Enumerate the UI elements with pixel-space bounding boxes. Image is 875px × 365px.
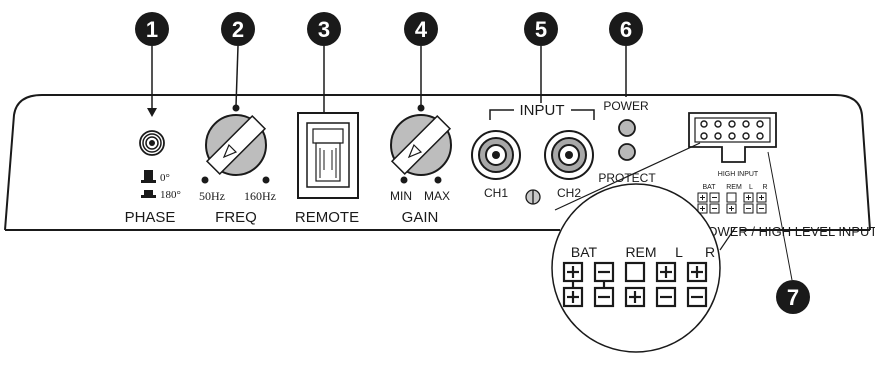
ground-screw-icon: [525, 189, 541, 205]
r-small-label: R: [762, 184, 767, 191]
rca-ch2-jack[interactable]: [544, 130, 594, 180]
ch1-label: CH1: [484, 186, 508, 200]
gain-knob[interactable]: [390, 114, 452, 176]
phase-label: PHASE: [125, 209, 176, 226]
phase-switch[interactable]: [139, 130, 165, 156]
ch2-label: CH2: [557, 186, 581, 200]
phase-0-label: 0°: [160, 172, 170, 184]
freq-min-label: 50Hz: [199, 189, 225, 203]
zoom-pointer-right: [719, 227, 736, 251]
callout-6-number: 6: [620, 17, 632, 42]
callout-3-number: 3: [318, 17, 330, 42]
rem-small-label: REM: [726, 184, 742, 191]
zoom-pin-signs: [567, 266, 703, 303]
callout-1-number: 1: [146, 17, 158, 42]
small-pin-signs: [700, 195, 764, 211]
callout-5: 5: [524, 12, 558, 103]
phase-180-icon: [141, 190, 156, 198]
callout-1: 1: [135, 12, 169, 117]
freq-min-dot: [201, 176, 209, 184]
callout-4: 4: [404, 12, 438, 112]
zoom-bat-label: BAT: [571, 244, 598, 260]
callout-2: 2: [221, 12, 255, 112]
gain-max-label: MAX: [424, 189, 450, 203]
freq-max-dot: [262, 176, 270, 184]
gain-min-label: MIN: [390, 189, 412, 203]
phase-ring-outer: [139, 130, 165, 156]
zoom-pointer-left: [554, 142, 701, 211]
zoom-r-label: R: [705, 244, 715, 260]
protect-led-label: PROTECT: [598, 171, 656, 185]
power-high-level-input-label: POWER / HIGH LEVEL INPUT: [699, 224, 875, 239]
panel-outline: [4, 94, 871, 231]
freq-label: FREQ: [215, 209, 257, 226]
phase-180-label: 180°: [160, 189, 181, 201]
power-connector[interactable]: [688, 112, 777, 163]
l-small-label: L: [749, 184, 753, 191]
input-bracket: [489, 109, 595, 120]
callout-7-number: 7: [787, 285, 799, 310]
callout-5-number: 5: [535, 17, 547, 42]
input-label: INPUT: [520, 102, 565, 119]
gain-max-dot: [434, 176, 442, 184]
zoom-rem-label: REM: [625, 244, 656, 260]
phase-0-icon: [141, 170, 156, 183]
callout-6: 6: [609, 12, 643, 97]
callout-2-number: 2: [232, 17, 244, 42]
high-input-small-label: HIGH INPUT: [718, 171, 759, 178]
callout-3: 3: [307, 12, 341, 113]
remote-label: REMOTE: [295, 209, 359, 226]
remote-port[interactable]: [297, 112, 359, 199]
gain-min-dot: [400, 176, 408, 184]
power-led: [618, 119, 636, 137]
callout-4-number: 4: [415, 17, 428, 42]
bat-small-label: BAT: [702, 184, 716, 191]
rca-ch1-jack[interactable]: [471, 130, 521, 180]
freq-knob[interactable]: [205, 114, 267, 176]
power-led-label: POWER: [603, 99, 649, 113]
gain-label: GAIN: [402, 209, 439, 226]
freq-max-label: 160Hz: [244, 189, 276, 203]
zoom-l-label: L: [675, 244, 683, 260]
protect-led: [618, 143, 636, 161]
callout-7: 7: [767, 151, 810, 314]
